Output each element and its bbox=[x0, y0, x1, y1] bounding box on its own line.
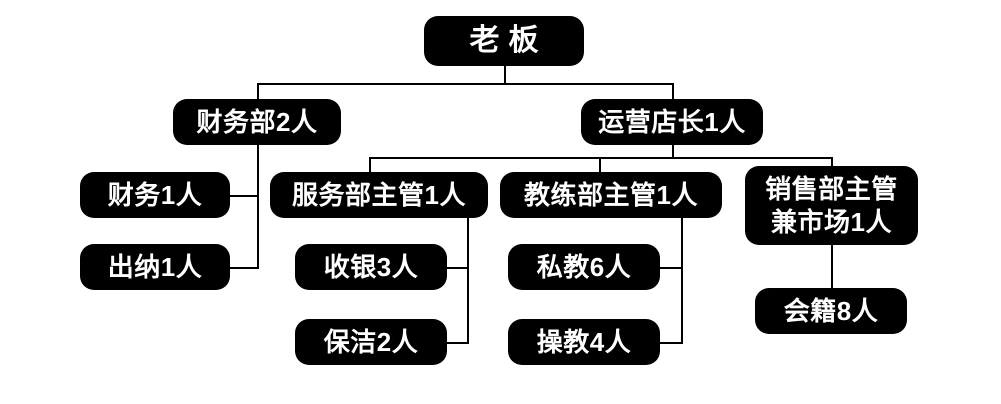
connector-boss-to-operations-manager bbox=[672, 83, 674, 101]
node-membership[interactable]: 会籍8人 bbox=[755, 288, 907, 334]
node-group-instructor[interactable]: 操教4人 bbox=[508, 319, 660, 365]
connector-finance-to-cashier-treasury bbox=[229, 267, 259, 269]
connector-service-to-cleaning bbox=[441, 342, 469, 344]
node-cashier-treasury[interactable]: 出纳1人 bbox=[80, 244, 230, 290]
connector-operations-down bbox=[672, 145, 674, 158]
node-checkout[interactable]: 收银3人 bbox=[295, 244, 447, 290]
connector-service-to-checkout bbox=[441, 267, 469, 269]
node-finance-dept[interactable]: 财务部2人 bbox=[173, 99, 341, 145]
node-operations-manager[interactable]: 运营店长1人 bbox=[581, 99, 763, 145]
connector-finance-to-accountant bbox=[229, 195, 259, 197]
connector-sales-to-membership bbox=[831, 245, 833, 288]
node-accountant[interactable]: 财务1人 bbox=[80, 172, 230, 218]
node-service-supervisor[interactable]: 服务部主管1人 bbox=[270, 172, 488, 218]
node-personal-trainer[interactable]: 私教6人 bbox=[508, 244, 660, 290]
connector-operations-to-coach-supervisor bbox=[599, 157, 601, 173]
connector-operations-to-service-supervisor bbox=[369, 157, 371, 173]
connector-coach-spine bbox=[681, 218, 683, 344]
connector-coach-to-group-instructor bbox=[655, 342, 683, 344]
node-coach-supervisor[interactable]: 教练部主管1人 bbox=[500, 172, 722, 218]
connector-finance-spine bbox=[257, 145, 259, 269]
connector-coach-to-personal-trainer bbox=[655, 267, 683, 269]
node-boss[interactable]: 老板 bbox=[424, 16, 584, 66]
connector-boss-to-finance-dept bbox=[257, 83, 259, 101]
node-sales-supervisor[interactable]: 销售部主管 兼市场1人 bbox=[745, 166, 918, 245]
connector-service-spine bbox=[467, 218, 469, 344]
connector-operations-to-sales-supervisor bbox=[831, 157, 833, 173]
connector-boss-bus bbox=[257, 83, 674, 85]
connector-boss-down bbox=[504, 66, 506, 83]
node-cleaning[interactable]: 保洁2人 bbox=[295, 319, 447, 365]
